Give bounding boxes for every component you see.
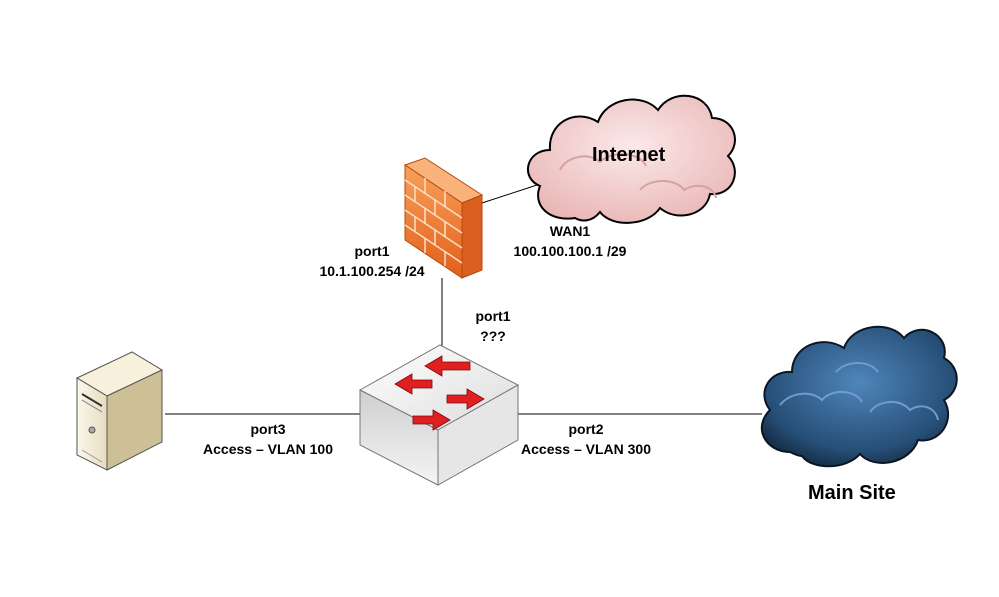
switch-mainsite-port: port2 bbox=[568, 421, 604, 437]
firewall-lan-address: 10.1.100.254 /24 bbox=[319, 263, 425, 279]
main-site-label: Main Site bbox=[808, 482, 896, 504]
firewall-wan-label: WAN1 100.100.100.1 /29 bbox=[496, 221, 644, 261]
internet-cloud-icon bbox=[527, 94, 736, 224]
firewall-wan-address: 100.100.100.1 /29 bbox=[513, 243, 627, 259]
switch-uplink-address: ??? bbox=[480, 328, 506, 344]
internet-label: Internet bbox=[592, 144, 666, 166]
firewall-wan-name: WAN1 bbox=[549, 223, 591, 239]
firewall-icon bbox=[403, 157, 484, 279]
switch-mainsite-label: port2 Access – VLAN 300 bbox=[514, 419, 658, 459]
switch-mainsite-mode: Access – VLAN 300 bbox=[521, 441, 651, 457]
switch-uplink-name: port1 bbox=[475, 308, 511, 324]
firewall-lan-name: port1 bbox=[354, 243, 390, 259]
link-firewall-internet bbox=[481, 183, 541, 204]
server-icon bbox=[75, 351, 164, 471]
switch-uplink-label: port1 ??? bbox=[466, 306, 520, 346]
switch-server-port: port3 bbox=[250, 421, 286, 437]
switch-server-mode: Access – VLAN 100 bbox=[203, 441, 333, 457]
main-site-cloud-icon bbox=[760, 325, 958, 468]
firewall-lan-label: port1 10.1.100.254 /24 bbox=[302, 241, 442, 281]
switch-icon bbox=[358, 344, 520, 486]
switch-server-label: port3 Access – VLAN 100 bbox=[196, 419, 340, 459]
